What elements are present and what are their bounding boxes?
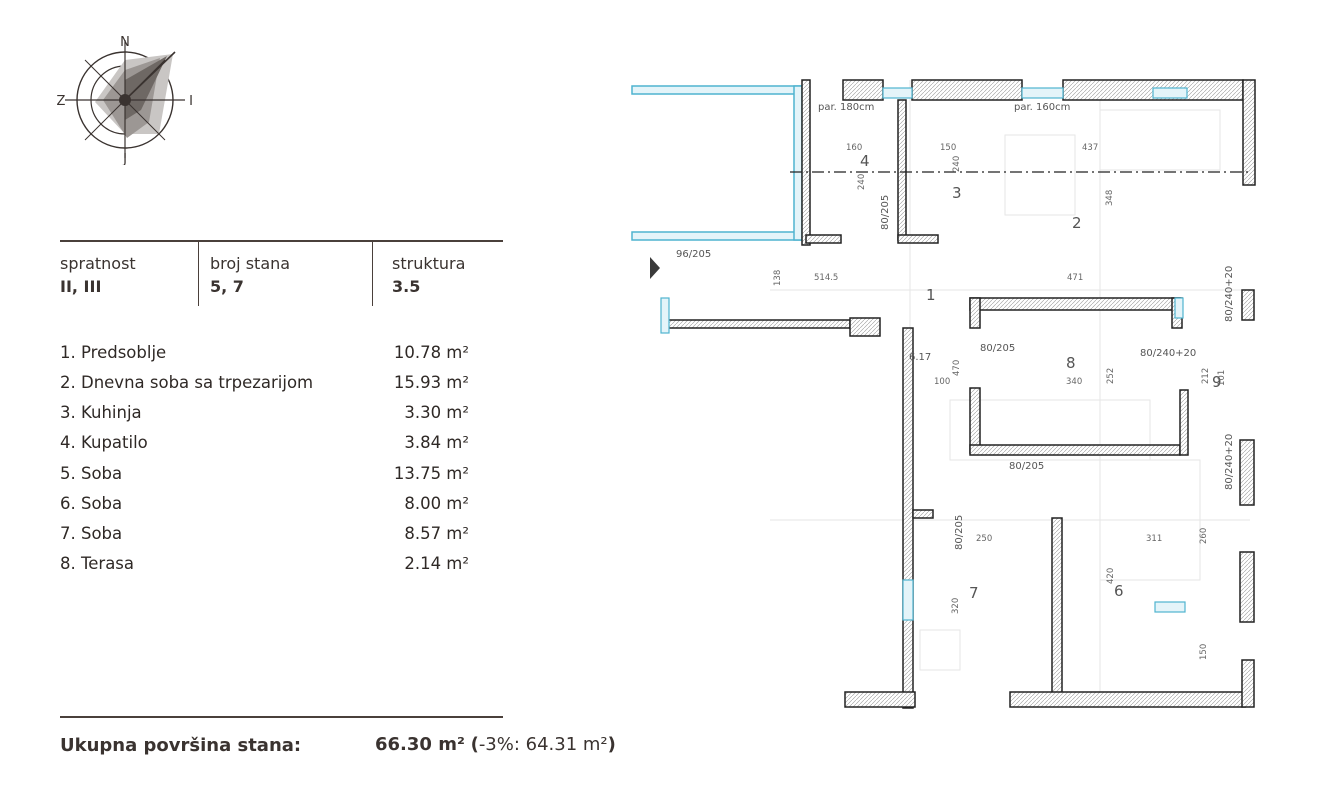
- compass-rose: N J I Z: [57, 35, 193, 165]
- room-area: 15.93 m²: [393, 373, 469, 392]
- dimension: 340: [1066, 377, 1082, 387]
- room-area: 8.57 m²: [404, 524, 469, 543]
- dimension: 260: [1199, 528, 1209, 544]
- dimension: 320: [951, 598, 961, 614]
- door-label: 80/205: [880, 195, 891, 230]
- dimension: 437: [1082, 143, 1098, 153]
- total-paren-close: ): [607, 734, 616, 755]
- compass-south-label: J: [122, 152, 127, 165]
- dimension: 348: [1105, 190, 1115, 206]
- total-area-reduced: -3%: 64.31 m²: [478, 734, 608, 755]
- floors-value: II, III: [60, 277, 102, 296]
- door-label: 96/205: [676, 249, 711, 260]
- room-number: 8: [1066, 354, 1076, 372]
- total-area-value: 66.30 m² (-3%: 64.31 m²): [375, 734, 616, 755]
- room-area: 10.78 m²: [393, 343, 469, 362]
- room-number: 1: [926, 286, 936, 304]
- total-area-number: 66.30 m²: [375, 734, 465, 755]
- room-number: 9: [1212, 373, 1222, 391]
- door-label: 80/240+20: [1224, 434, 1235, 490]
- room-name: 8. Terasa: [60, 554, 135, 573]
- door-label: 80/205: [954, 515, 965, 550]
- floors-label: spratnost: [60, 254, 136, 273]
- dimension: 150: [1199, 644, 1209, 660]
- room-number: 4: [860, 152, 870, 170]
- dimension: 420: [1106, 568, 1116, 584]
- room-name: 3. Kuhinja: [60, 403, 142, 422]
- dimension: 100: [934, 377, 950, 387]
- room-number: 3: [952, 184, 962, 202]
- info-divider: [372, 242, 373, 306]
- total-area-label: Ukupna površina stana:: [60, 735, 302, 756]
- entrance-marker: [650, 257, 660, 279]
- dimension: 250: [976, 534, 992, 544]
- compass-east-label: I: [189, 94, 193, 109]
- level-mark: 6.17: [909, 352, 931, 363]
- room-number: 7: [969, 584, 979, 602]
- room-number: 2: [1072, 214, 1082, 232]
- dimension: 470: [952, 360, 962, 376]
- room-name: 6. Soba: [60, 494, 123, 513]
- dimension: 252: [1106, 368, 1116, 384]
- room-area: 8.00 m²: [404, 494, 469, 513]
- room-name: 7. Soba: [60, 524, 123, 543]
- walls: [664, 79, 1256, 709]
- opening-label: par. 160cm: [1014, 102, 1070, 113]
- dimension: 514.5: [814, 273, 838, 283]
- room-area: 2.14 m²: [404, 554, 469, 573]
- dimension: 138: [773, 270, 783, 286]
- room-name: 4. Kupatilo: [60, 433, 148, 452]
- opening-label: par. 180cm: [818, 102, 874, 113]
- room-area: 3.30 m²: [404, 403, 469, 422]
- room-number: 6: [1114, 582, 1124, 600]
- dimension: 471: [1067, 273, 1083, 283]
- apartment-number-value: 5, 7: [210, 277, 244, 296]
- room-name: 1. Predsoblje: [60, 343, 167, 362]
- dimension: 212: [1201, 368, 1211, 384]
- info-divider: [198, 242, 199, 306]
- dimension: 311: [1146, 534, 1162, 544]
- compass-north-label: N: [120, 35, 130, 50]
- dimension: 240: [952, 156, 962, 172]
- info-top-rule: [60, 240, 503, 242]
- windows: [660, 87, 1188, 621]
- dimension: 101: [1217, 370, 1227, 386]
- door-label: 80/205: [980, 343, 1015, 354]
- room-area: 3.84 m²: [404, 433, 469, 452]
- door-label: 80/240+20: [1140, 348, 1196, 359]
- apartment-number-label: broj stana: [210, 254, 291, 273]
- door-label: 80/240+20: [1224, 266, 1235, 322]
- total-paren-open: (: [470, 734, 479, 755]
- room-name: 2. Dnevna soba sa trpezarijom: [60, 373, 314, 392]
- room-name: 5. Soba: [60, 464, 123, 483]
- dimension: 240: [857, 174, 867, 190]
- compass-west-label: Z: [57, 94, 66, 109]
- total-top-rule: [60, 716, 503, 718]
- terrace-outline: [631, 85, 803, 241]
- dimension: 160: [846, 143, 862, 153]
- room-area: 13.75 m²: [393, 464, 469, 483]
- structure-value: 3.5: [392, 277, 421, 296]
- floor-plan: 1 2 3 4 6 7 8 9 par. 180cm par. 160cm 96…: [631, 79, 1256, 709]
- structure-label: struktura: [392, 254, 466, 273]
- dimension: 150: [940, 143, 956, 153]
- door-label: 80/205: [1009, 461, 1044, 472]
